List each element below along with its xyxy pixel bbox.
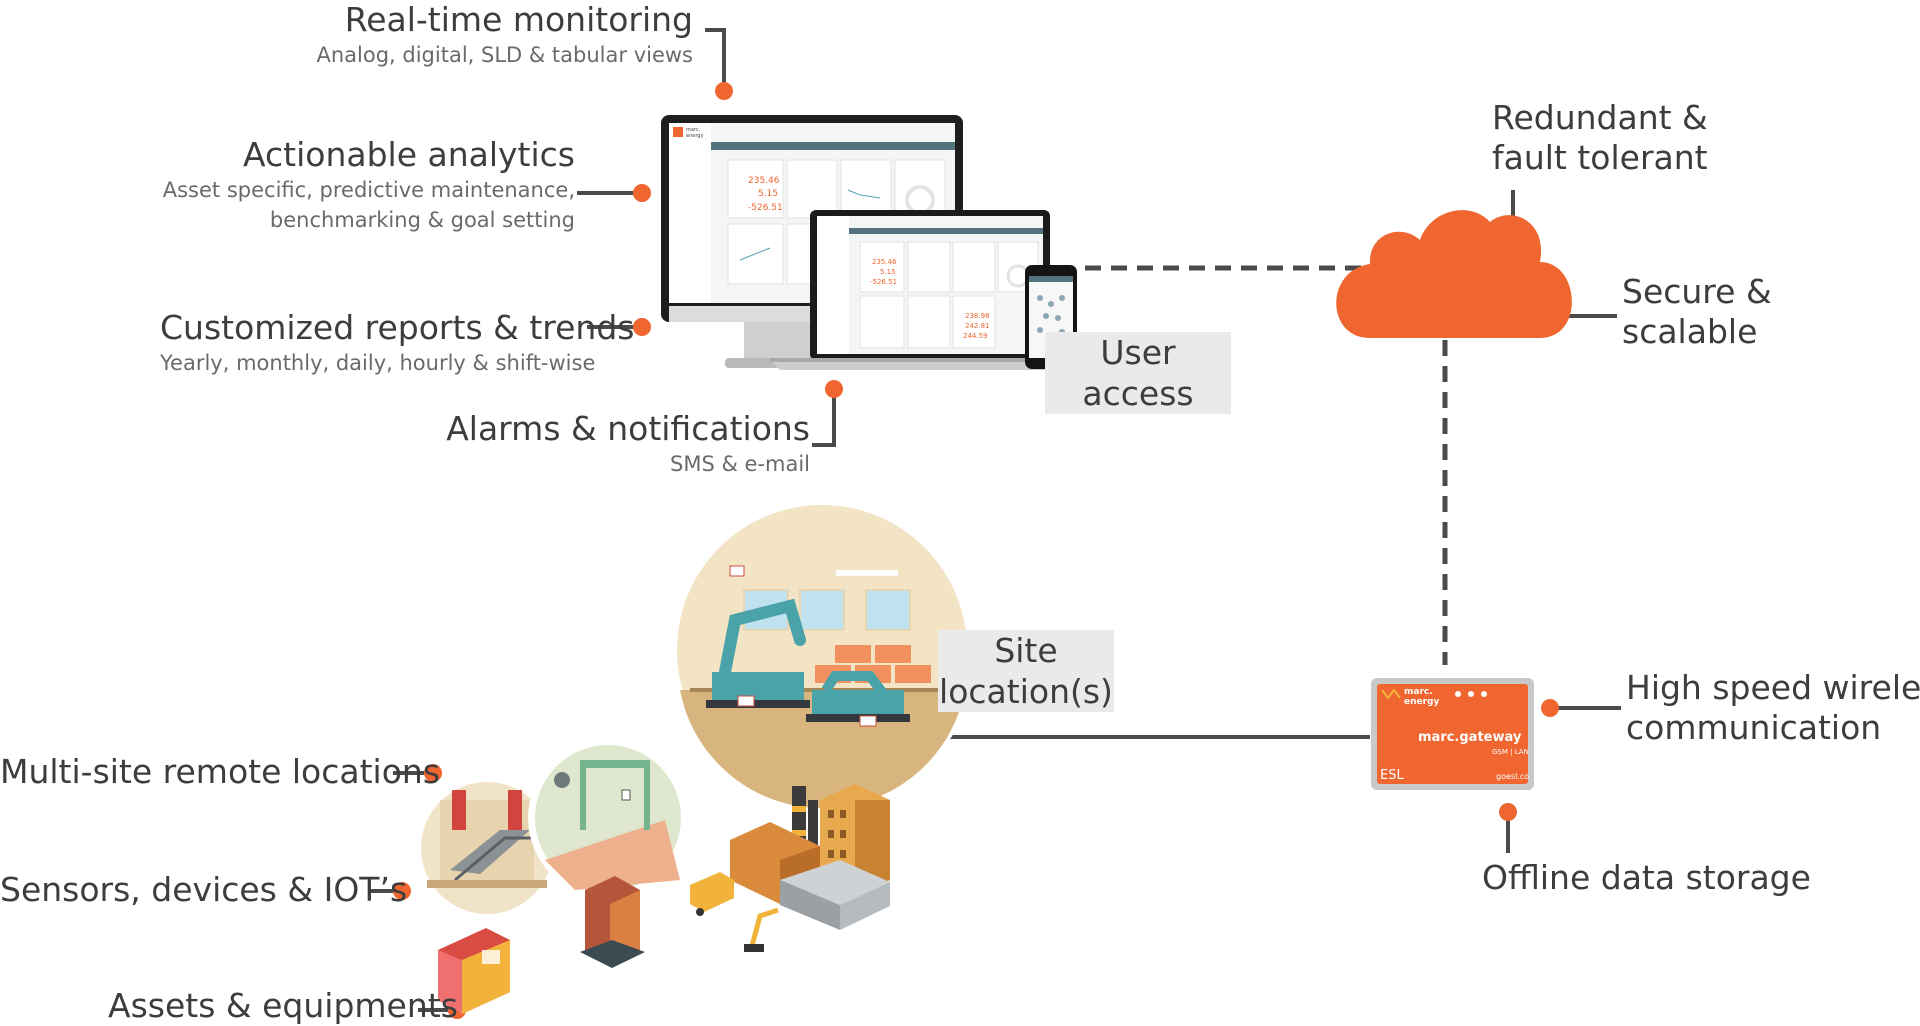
feature-assets: Assets & equipments [108, 986, 458, 1026]
dashboard-value-d: 238.98 [965, 312, 990, 320]
feature-realtime: Real-time monitoring Analog, digital, SL… [240, 0, 693, 70]
cloud-secure-line-2: scalable [1622, 312, 1758, 351]
dashed-links [1085, 265, 1448, 665]
dashboard-value-c: -526.51 [748, 203, 783, 213]
industrial-city-illustration [690, 784, 890, 952]
gateway-wireless-label: High speed wireless communication [1626, 668, 1920, 748]
mall-illustration [415, 776, 559, 920]
user-access-label: User access [1045, 332, 1231, 414]
svg-text:235.46: 235.46 [872, 258, 897, 266]
feature-analytics-subtitle-1: Asset specific, predictive maintenance, [162, 178, 575, 202]
dot-wireless [1541, 699, 1559, 717]
dashboard-brand-1: marc. [686, 127, 701, 133]
gateway-offline-title: Offline data storage [1482, 858, 1811, 897]
gateway-brand-2: energy [1404, 697, 1439, 707]
dashboard-value-e: 242.81 [965, 322, 990, 330]
svg-text:5.15: 5.15 [880, 268, 896, 276]
cloud-redundant-label: Redundant & fault tolerant [1492, 98, 1708, 178]
dot-realtime [715, 82, 733, 100]
laptop: 235.46 5.15 -526.51 238.98 242.81 244.59 [770, 210, 1090, 370]
feature-multisite: Multi-site remote locations [0, 752, 440, 792]
site-factory-illustration [666, 494, 978, 809]
dot-multisite [424, 764, 442, 782]
feature-sensors-title: Sensors, devices & IOT’s [0, 870, 408, 909]
feature-analytics-subtitle-2: benchmarking & goal setting [269, 208, 575, 232]
sensor-interior-illustration [528, 738, 688, 898]
dot-reports [633, 318, 651, 336]
feature-assets-title: Assets & equipments [108, 986, 458, 1025]
gateway-maker: ESL [1380, 768, 1404, 783]
cloud-redundant-line-1: Redundant & [1492, 98, 1708, 137]
gateway-name: marc.gateway [1418, 730, 1522, 745]
cloud-icon [1336, 210, 1572, 338]
feature-reports-subtitle: Yearly, monthly, daily, hourly & shift-w… [160, 351, 596, 375]
feature-reports-title: Customized reports & trends [160, 308, 635, 347]
connector-realtime [705, 28, 726, 91]
gateway-wireless-line-1: High speed wireless [1626, 668, 1920, 707]
dot-offline [1499, 803, 1517, 821]
cloud-redundant-line-2: fault tolerant [1492, 138, 1708, 177]
dashboard-value-b: 5.15 [758, 189, 778, 199]
feature-reports: Customized reports & trends Yearly, mont… [160, 308, 635, 378]
site-location-line-2: location(s) [939, 672, 1113, 711]
assets-buildings-illustration [438, 876, 645, 1014]
dashboard-brand-2: energy [686, 133, 703, 139]
dot-sensors [393, 882, 411, 900]
feature-alarms-subtitle: SMS & e-mail [670, 452, 810, 476]
gateway-sub: GSM | LAN [1492, 748, 1529, 756]
gateway-offline-label: Offline data storage [1482, 858, 1811, 898]
gateway-device: marc. energy marc.gateway GSM | LAN ESL … [1371, 678, 1534, 790]
connector-alarms [812, 392, 836, 447]
feature-multisite-title: Multi-site remote locations [0, 752, 441, 791]
feature-realtime-title: Real-time monitoring [344, 0, 693, 39]
site-location-line-1: Site [994, 631, 1058, 670]
gateway-brand-1: marc. [1404, 687, 1433, 697]
cloud-secure-label: Secure & scalable [1622, 272, 1772, 352]
dot-analytics [633, 184, 651, 202]
cloud-secure-line-1: Secure & [1622, 272, 1772, 311]
feature-analytics: Actionable analytics Asset specific, pre… [140, 135, 575, 235]
gateway-wireless-line-2: communication [1626, 708, 1882, 747]
feature-analytics-title: Actionable analytics [243, 135, 575, 174]
feature-realtime-subtitle: Analog, digital, SLD & tabular views [316, 43, 693, 67]
user-access-line-1: User [1100, 333, 1176, 372]
gateway-url: goesl.co [1496, 772, 1529, 781]
dashboard-value-f: 244.59 [963, 332, 988, 340]
feature-alarms-title: Alarms & notifications [446, 409, 810, 448]
site-location-label: Site location(s) [938, 630, 1114, 712]
feature-sensors: Sensors, devices & IOT’s [0, 870, 407, 910]
dot-alarms [825, 380, 843, 398]
user-access-line-2: access [1082, 374, 1194, 413]
feature-alarms: Alarms & notifications SMS & e-mail [400, 409, 810, 479]
svg-text:-526.51: -526.51 [870, 278, 897, 286]
dashboard-value-a: 235.46 [748, 176, 780, 186]
